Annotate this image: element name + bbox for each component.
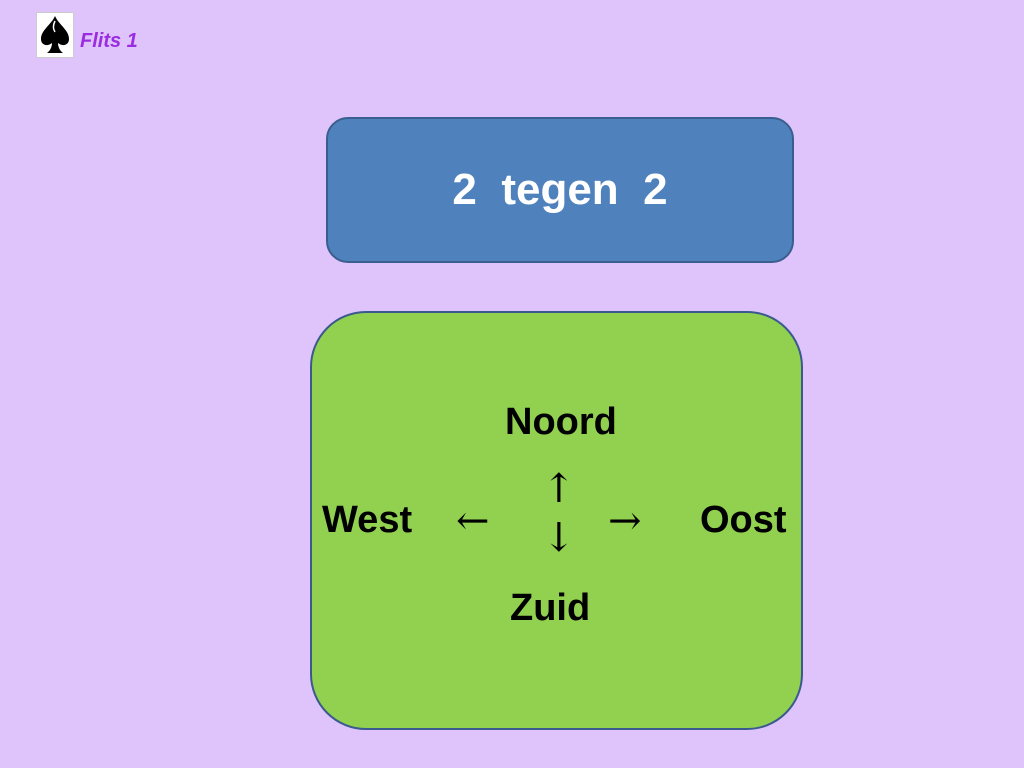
compass-south: Zuid bbox=[510, 587, 591, 629]
arrow-left-icon: ← bbox=[456, 498, 490, 544]
compass-west: West bbox=[322, 499, 413, 541]
arrow-down-icon: ↓ bbox=[542, 515, 576, 561]
arrow-right-icon: → bbox=[608, 498, 642, 544]
title-box: 2 tegen 2 bbox=[326, 117, 794, 263]
compass-box: Noord West Oost Zuid ↑ ↓ ← → bbox=[310, 311, 803, 730]
compass-east: Oost bbox=[700, 499, 787, 541]
arrow-up-icon: ↑ bbox=[542, 466, 576, 512]
title-text: 2 tegen 2 bbox=[452, 165, 668, 214]
slide-label: Flits 1 bbox=[80, 30, 138, 52]
spade-icon bbox=[36, 12, 74, 58]
compass-north: Noord bbox=[505, 401, 617, 443]
